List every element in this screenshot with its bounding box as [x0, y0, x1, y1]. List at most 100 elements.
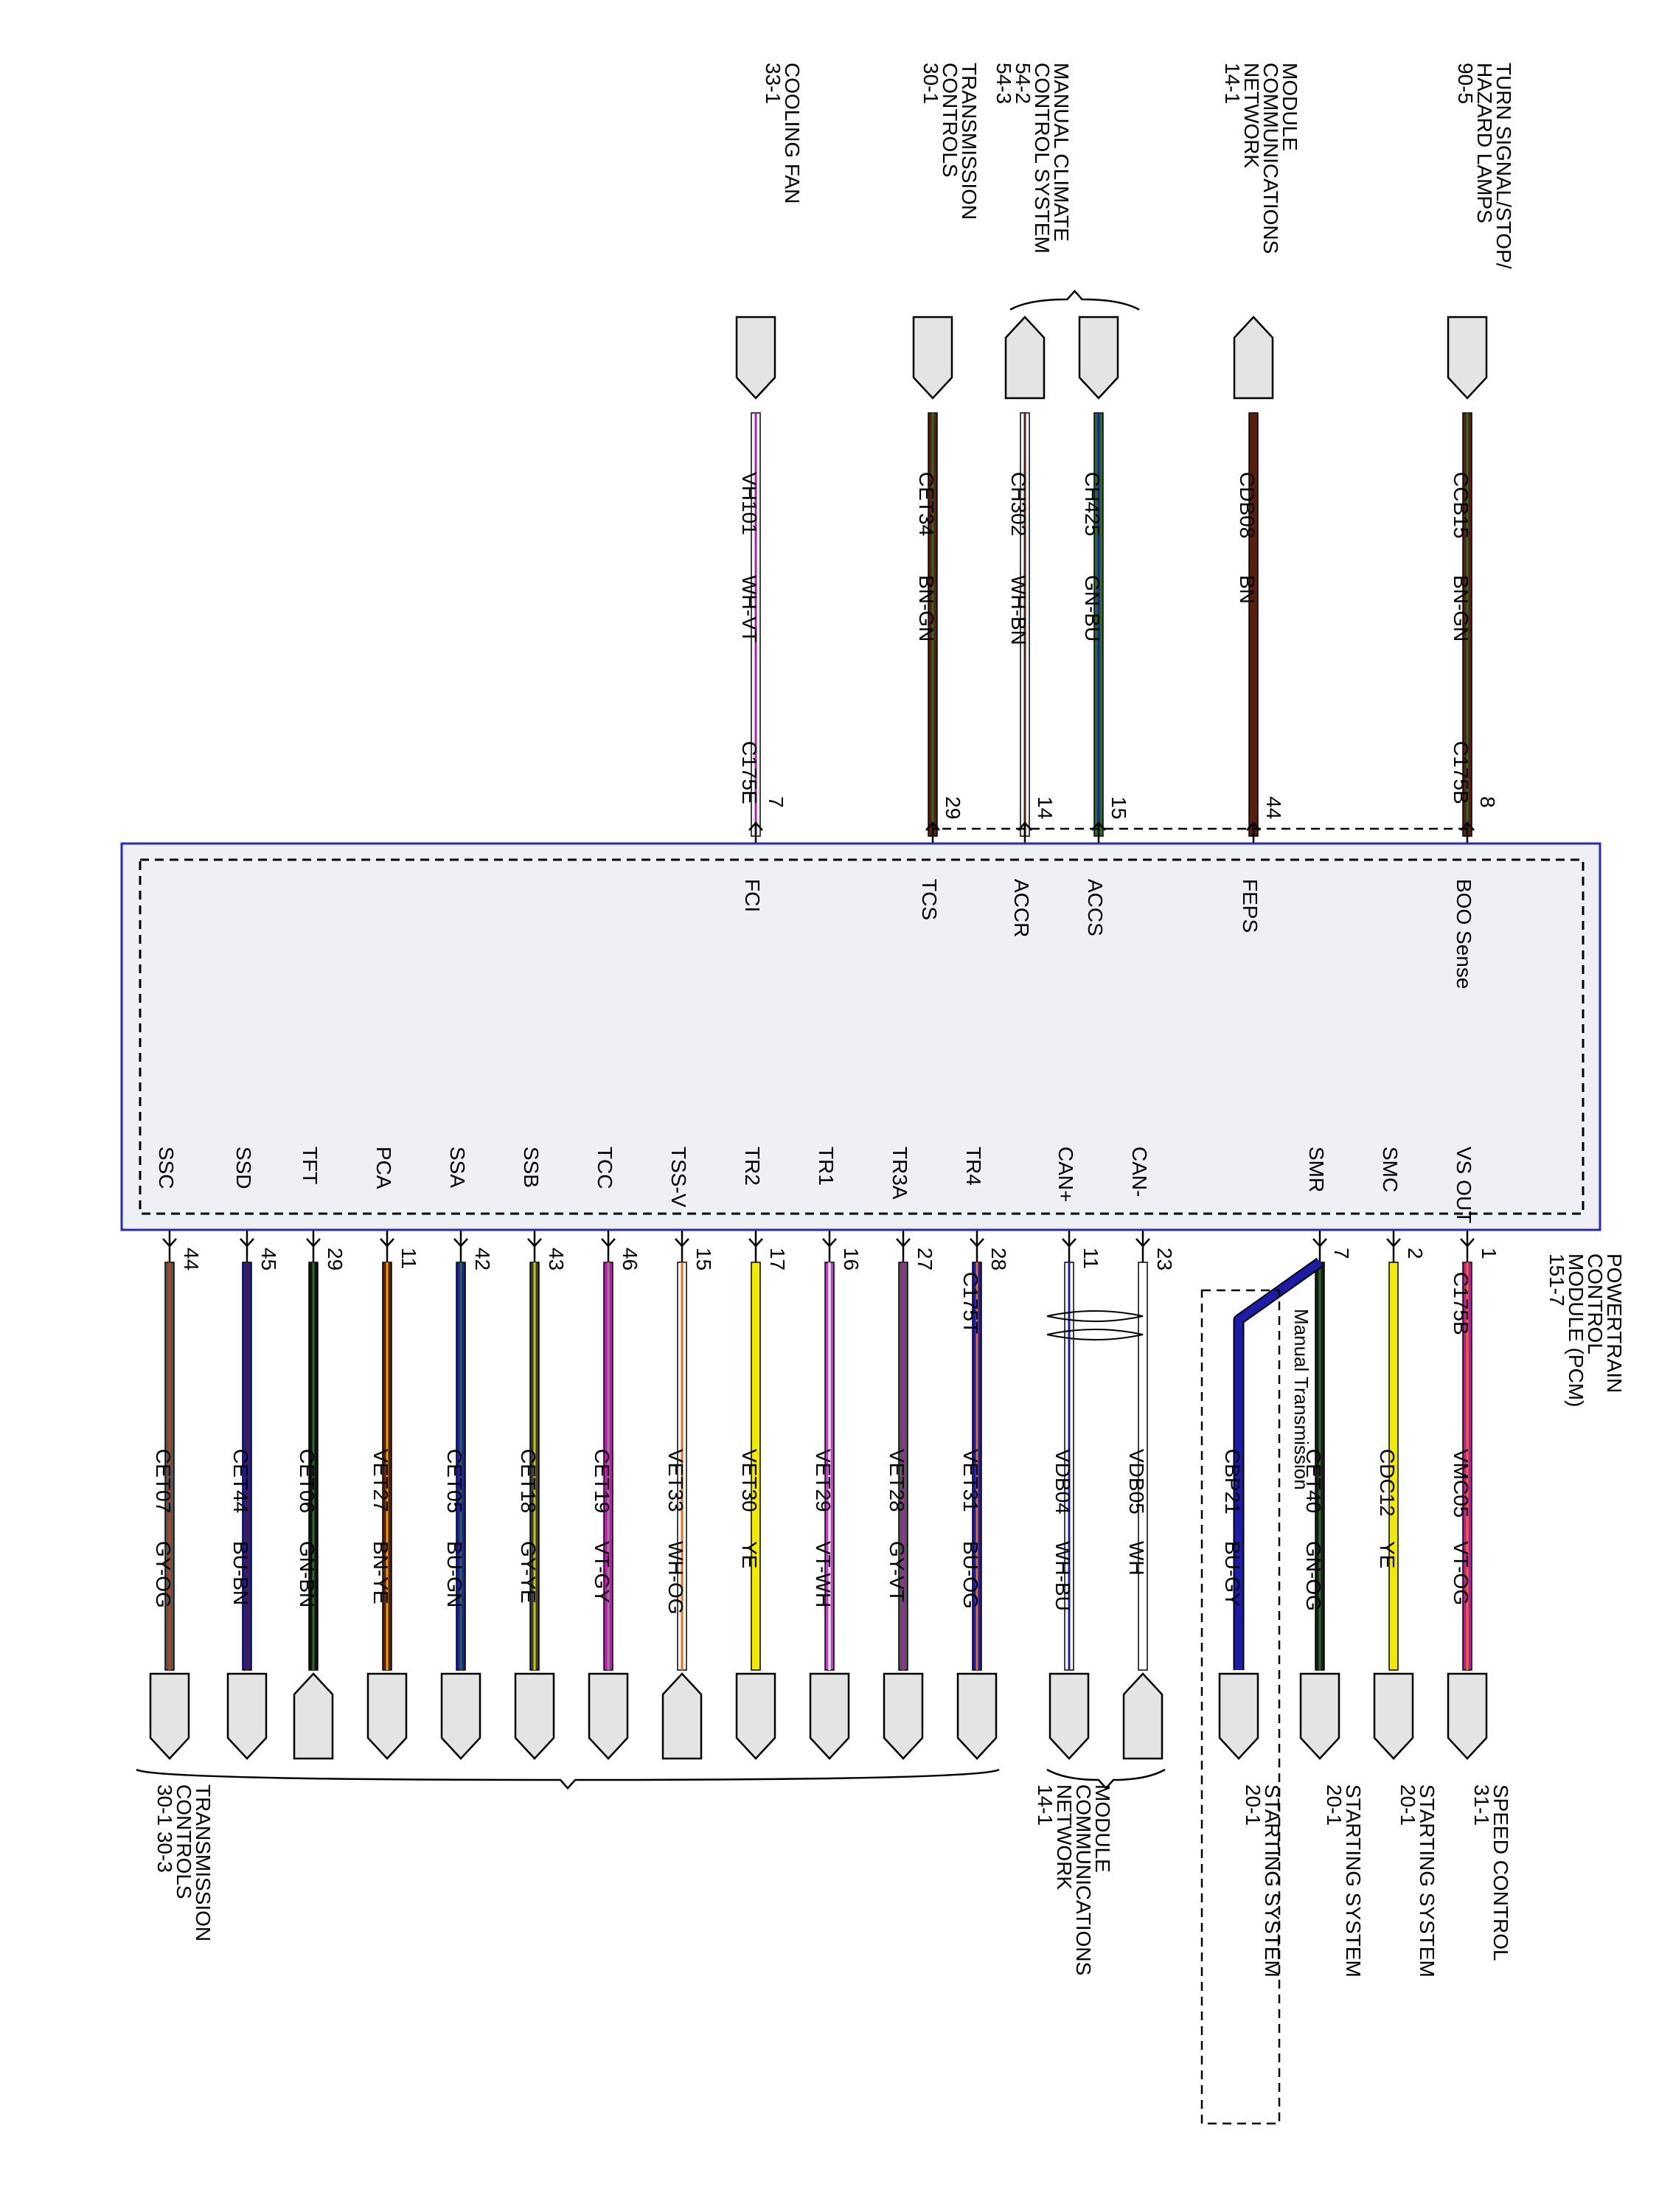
bottom-circuit-1-pin-number: 2 [1404, 1248, 1427, 1259]
bottom-network-brace [1046, 1768, 1166, 1790]
top-circuit-3-destination-line: 54-2 [1012, 63, 1034, 104]
bottom-circuit-9-pin-number: 17 [766, 1248, 789, 1270]
top-circuit-4-pin-name: TCS [918, 879, 941, 920]
bottom-circuit-7-circuit: VET28 [886, 1449, 908, 1512]
bottom-circuit-14-pin-name: PCA [372, 1147, 395, 1189]
top-circuit-4-destination-line: TRANSMISSION [958, 63, 981, 220]
top-circuit-1-destination-line: 14-1 [1221, 63, 1244, 104]
bottom-circuit-6-circuit: VET31 [959, 1449, 982, 1512]
bottom-circuit-17-destination-line: TRANSMISSION [192, 1784, 215, 1941]
bottom-circuit-15-connector [293, 1672, 334, 1760]
top-climate-brace [1009, 289, 1140, 311]
bottom-circuit-6-wire [972, 1262, 982, 1671]
bottom-circuit-1-connector [1373, 1672, 1414, 1760]
bottom-circuit-0-wire-stripe [1466, 1262, 1469, 1670]
top-circuit-3-destination-line: MANUAL CLIMATE [1050, 63, 1073, 242]
top-circuit-0-destination-line: 90-5 [1454, 63, 1477, 104]
top-circuit-1-pin-name: FEPS [1239, 879, 1262, 933]
bottom-circuit-14-color-code: BN-YE [369, 1541, 392, 1604]
bottom-circuit-17-destination-line: 30-1 30-3 [153, 1784, 176, 1873]
bottom-circuit-5-destination-line: COMMUNICATIONS [1072, 1784, 1095, 1975]
top-circuit-4-connector [912, 316, 953, 400]
bottom-circuit-2-wire-stripe [1318, 1262, 1321, 1670]
bottom-circuit-6-connector [956, 1672, 998, 1760]
top-circuit-0-connector [1447, 316, 1488, 400]
top-circuit-5-pin-name: FCI [741, 879, 764, 912]
module-name-line: CONTROL [1584, 1253, 1607, 1354]
bottom-circuit-0-destination-line: SPEED CONTROL [1489, 1784, 1512, 1961]
top-circuit-1-color-code: BN [1236, 575, 1259, 604]
top-circuit-3-destination-line: 54-3 [992, 63, 1015, 104]
top-circuit-2-connector [1078, 316, 1119, 400]
top-circuit-5-connector-id: C175E [738, 741, 761, 804]
top-circuit-3-connector [1004, 316, 1046, 400]
bottom-circuit-1-destination-line: 20-1 [1397, 1784, 1419, 1826]
bottom-circuit-0-connector-id: C175B [1450, 1272, 1472, 1335]
bottom-circuit-13-wire-stripe [459, 1262, 462, 1670]
top-circuit-2-pin-name: ACCS [1084, 879, 1107, 936]
wires-layer [149, 316, 1488, 2125]
bottom-circuit-3-connector [1218, 1672, 1259, 1760]
top-circuit-5-destination-line: COOLING FAN [781, 63, 804, 204]
bottom-circuit-15-color-code: GN-BN [296, 1541, 319, 1607]
bottom-circuit-6-pin-name: TR4 [962, 1147, 985, 1186]
bottom-circuit-2-circuit: CET40 [1302, 1449, 1325, 1513]
bottom-circuit-0-circuit: VMC05 [1450, 1449, 1472, 1517]
bottom-circuit-5-pin-number: 11 [1079, 1248, 1102, 1269]
bottom-circuit-5-color-code: WH-BU [1051, 1541, 1074, 1611]
top-circuit-4-circuit: CET34 [915, 472, 938, 536]
bottom-circuit-5-pin-name: CAN+ [1054, 1147, 1077, 1202]
bottom-circuit-7-pin-name: TR3A [888, 1147, 911, 1200]
top-circuit-4-color-code: BN-GN [915, 575, 938, 641]
bottom-circuit-3-color-code: BU-GY [1221, 1541, 1244, 1607]
bottom-circuit-15-pin-number: 29 [324, 1248, 347, 1270]
top-circuit-0-pin-number: 8 [1476, 796, 1499, 808]
bottom-circuit-17-circuit: CET07 [152, 1449, 175, 1513]
bottom-circuit-8-color-code: VT-WH [812, 1541, 835, 1607]
bottom-circuit-11-circuit: CET19 [591, 1449, 613, 1513]
manual-transmission-label: Manual Transmission [1290, 1309, 1312, 1490]
pcm-module-outline [120, 842, 1601, 1231]
bottom-circuit-13-pin-number: 42 [471, 1248, 494, 1270]
bottom-circuit-1-destination-line: STARTING SYSTEM [1416, 1784, 1439, 1978]
top-circuit-1-connector [1233, 316, 1274, 400]
bottom-circuit-11-color-code: VT-GY [591, 1541, 613, 1603]
top-circuit-1-circuit: CDB08 [1236, 472, 1259, 538]
bottom-circuit-2-color-code: GN-OG [1302, 1541, 1325, 1611]
bottom-circuit-1-circuit: CDC12 [1376, 1449, 1399, 1517]
top-circuit-5-connector [735, 316, 776, 400]
top-circuit-3-circuit: CH302 [1007, 472, 1030, 536]
bottom-circuit-11-pin-number: 46 [619, 1248, 641, 1270]
top-circuit-2-color-code: GN-BU [1081, 575, 1104, 641]
bottom-circuit-5-destination-line: NETWORK [1053, 1784, 1076, 1890]
top-circuit-3-pin-number: 14 [1034, 796, 1057, 819]
bottom-circuit-16-circuit: CET44 [229, 1449, 252, 1513]
bottom-circuit-8-wire-stripe [828, 1262, 831, 1670]
top-circuit-5-pin-number: 7 [765, 796, 787, 808]
bottom-circuit-8-connector [809, 1672, 850, 1760]
twisted-pair-mark [1046, 1310, 1144, 1322]
bottom-circuit-10-connector [661, 1672, 703, 1760]
bottom-circuit-8-circuit: VET29 [812, 1449, 835, 1512]
bottom-circuit-5-connector [1048, 1672, 1090, 1760]
bottom-circuit-10-pin-name: TSS-V [667, 1147, 690, 1208]
twisted-pair-mark [1046, 1329, 1144, 1340]
bottom-circuit-13-circuit: CET05 [443, 1449, 466, 1513]
bottom-circuit-16-connector [226, 1672, 268, 1760]
top-circuit-1-destination-line: NETWORK [1240, 63, 1263, 168]
bottom-circuit-5-wire-stripe [1068, 1262, 1071, 1670]
bottom-circuit-15-pin-name: TFT [299, 1147, 321, 1184]
top-circuit-1-destination-line: COMMUNICATIONS [1259, 63, 1282, 254]
bottom-circuit-13-connector [440, 1672, 481, 1760]
bottom-circuit-17-pin-name: SSC [155, 1147, 178, 1189]
bottom-circuit-12-circuit: CET18 [517, 1449, 540, 1513]
bottom-circuit-1-pin-name: SMC [1379, 1147, 1402, 1192]
bottom-circuit-16-pin-name: SSD [232, 1147, 255, 1189]
top-circuit-5-wire-stripe [754, 413, 757, 836]
bottom-circuit-3-wire-body [1234, 1259, 1323, 1670]
bottom-circuit-7-color-code: GY-VT [886, 1541, 908, 1602]
bottom-circuit-6-color-code: BU-OG [959, 1541, 982, 1609]
module-name-line: POWERTRAIN [1603, 1253, 1626, 1393]
